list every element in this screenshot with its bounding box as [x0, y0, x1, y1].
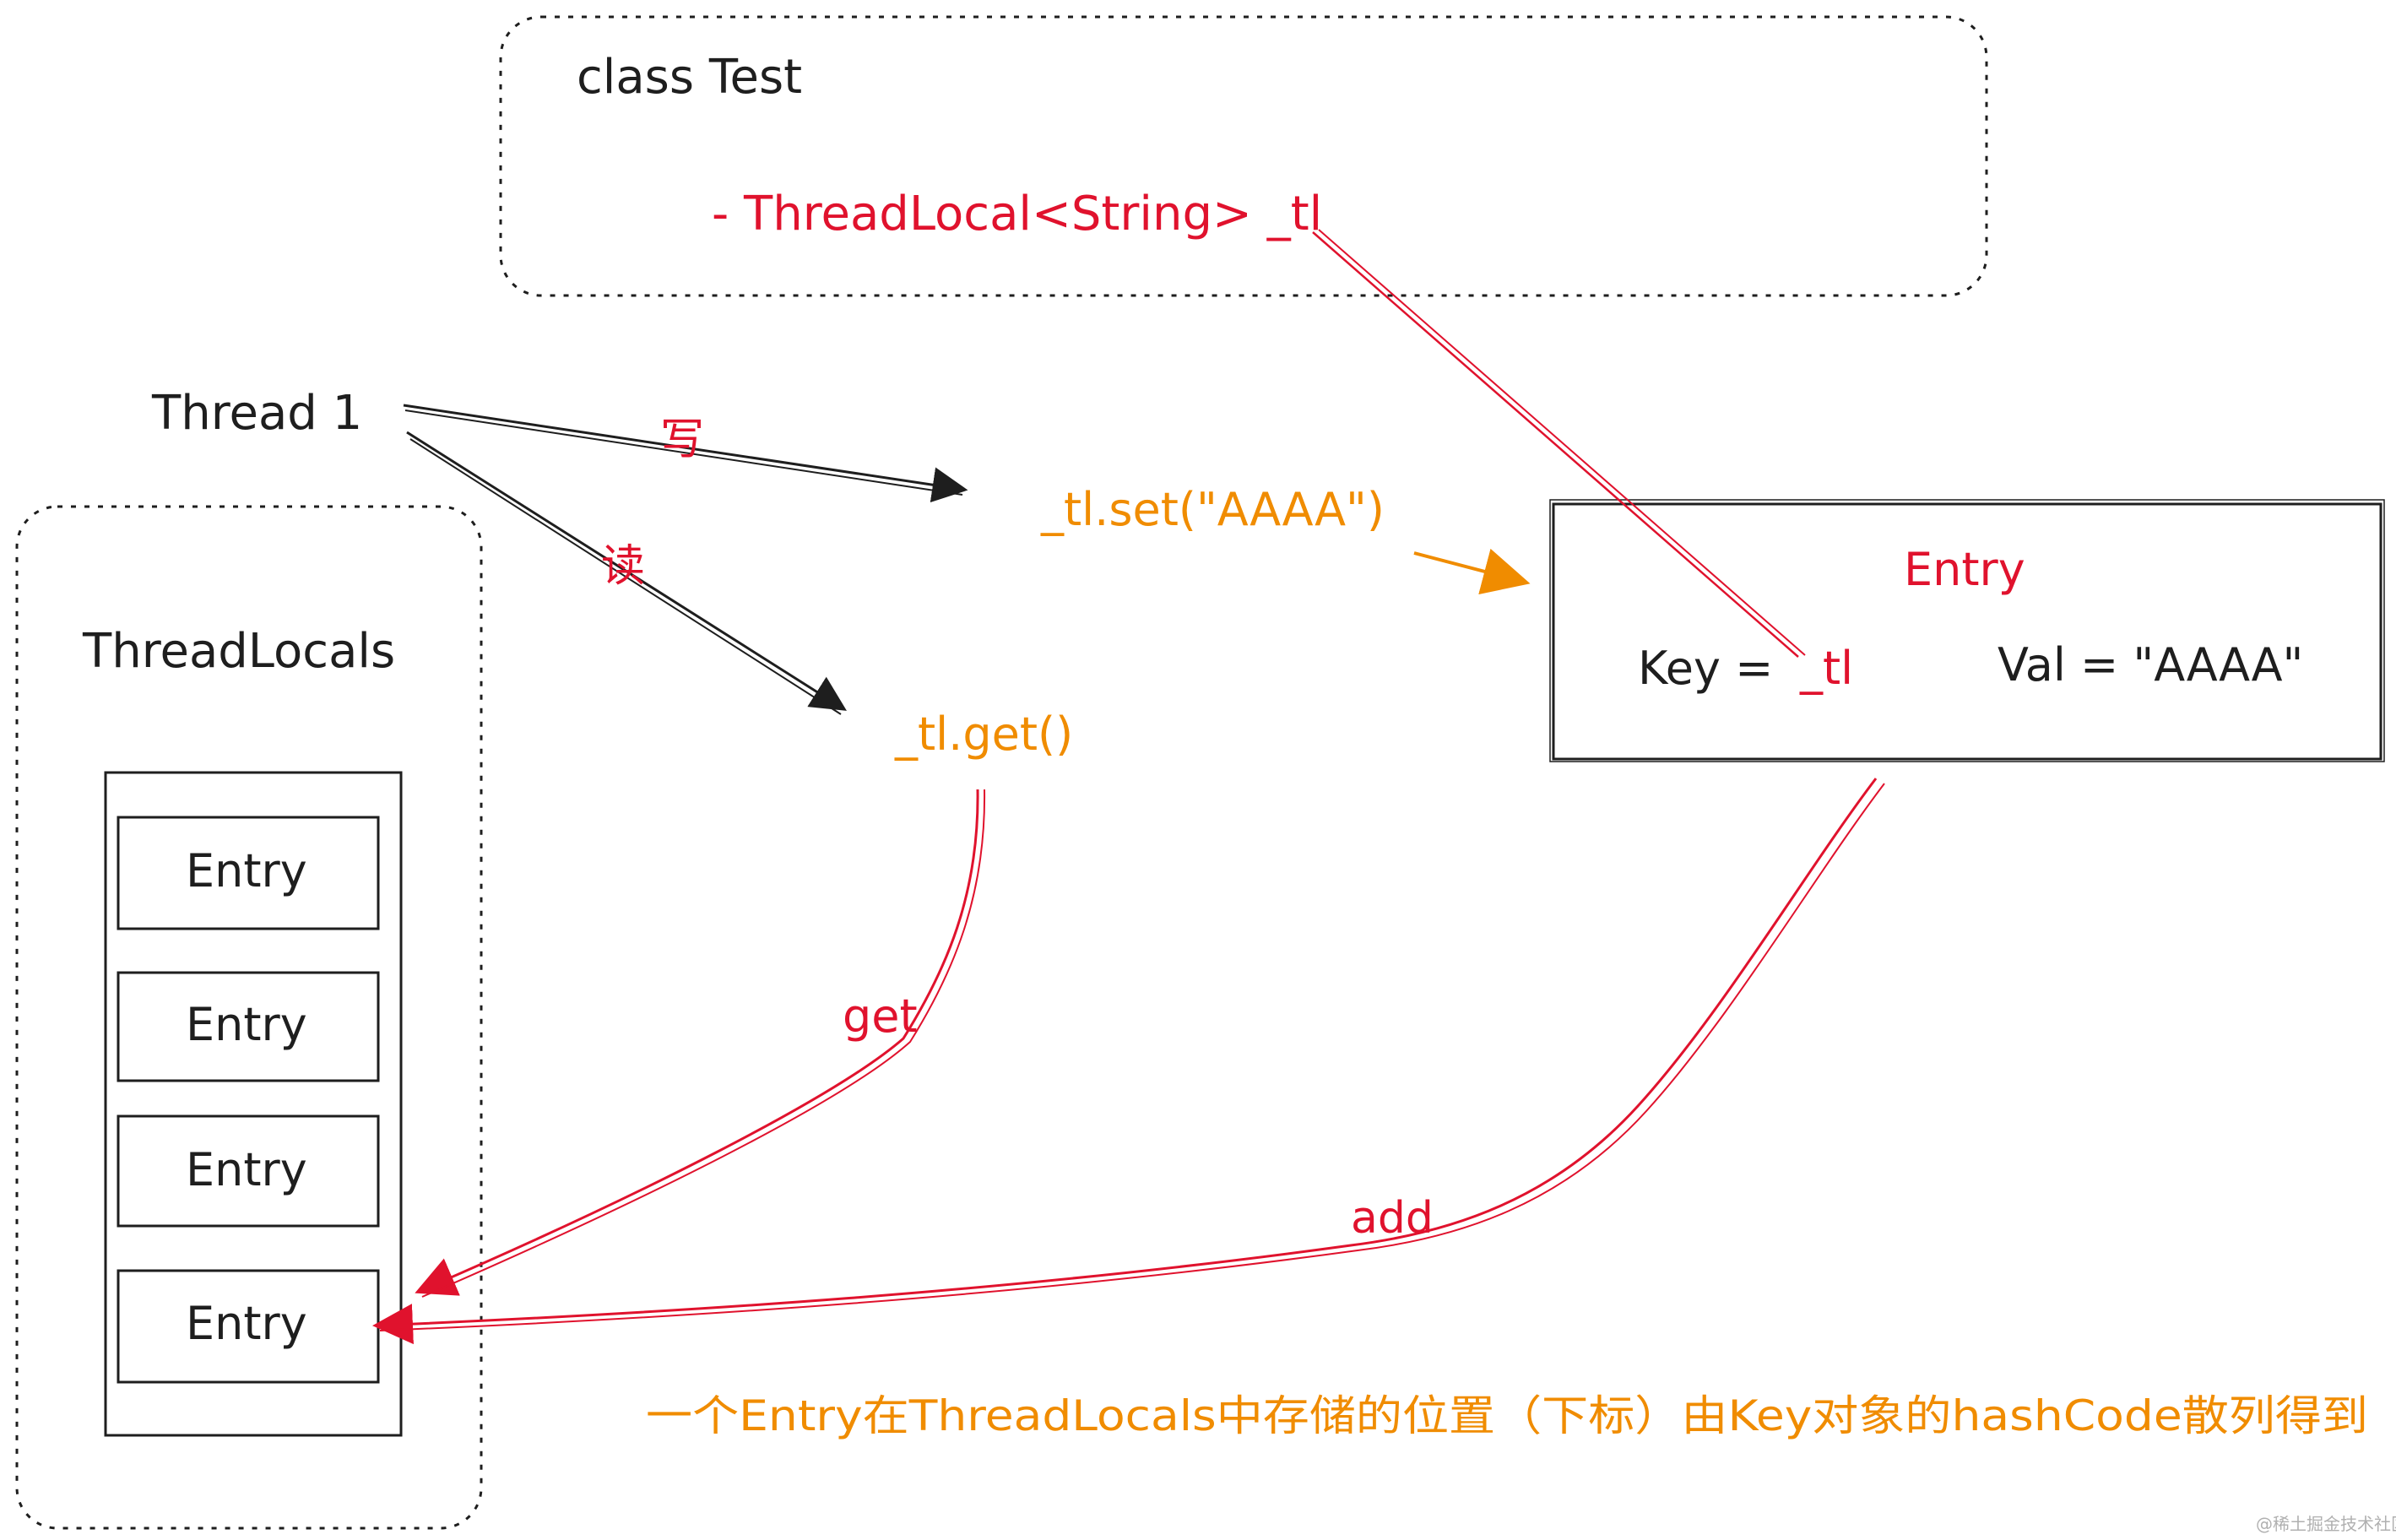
entry-slot-label: Entry [186, 1297, 307, 1350]
threadlocals-title: ThreadLocals [82, 624, 395, 679]
entry-slot-label: Entry [186, 844, 307, 897]
read-arrow [406, 431, 847, 715]
entry-key-label: Key = [1638, 642, 1773, 695]
entry-slot-3: Entry [117, 1114, 380, 1228]
add-arrow [372, 778, 1885, 1345]
thread-label: Thread 1 [151, 386, 362, 441]
entry-val-label: Val = "AAAA" [1998, 638, 2303, 691]
class-title: class Test [577, 50, 802, 105]
threadlocal-field: - ThreadLocal<String> _tl [712, 187, 1322, 241]
entry-slot-2: Entry [117, 971, 380, 1082]
entry-key-value: _tl [1799, 642, 1853, 695]
entry-slot-label: Entry [186, 998, 307, 1051]
entry-slot-4: Entry [117, 1269, 380, 1384]
entry-slot-label: Entry [186, 1143, 307, 1196]
index-note: 一个Entry在ThreadLocals中存储的位置（下标）由Key对象的has… [646, 1391, 2368, 1440]
entry-detail-title: Entry [1904, 543, 2025, 596]
add-arrow-label: add [1351, 1193, 1434, 1244]
class-test-box: class Test - ThreadLocal<String> _tl [499, 15, 1988, 297]
watermark: @稀土掘金技术社区 [2256, 1514, 2396, 1534]
entries-array [104, 771, 403, 1437]
write-arrow [403, 404, 968, 503]
write-label: 写 [660, 415, 704, 465]
threadlocals-container: ThreadLocals [15, 505, 483, 1530]
field-to-key-link [1312, 229, 1806, 658]
read-label: 读 [601, 541, 645, 592]
entry-slot-1: Entry [117, 816, 380, 930]
set-to-entry-arrow [1413, 548, 1531, 595]
get-arrow [415, 789, 986, 1298]
get-call: _tl.get() [894, 708, 1073, 761]
get-arrow-label: get [843, 990, 918, 1043]
entry-detail-box: Entry Key = _tl Val = "AAAA" [1549, 499, 2385, 762]
set-call: _tl.set("AAAA") [1040, 483, 1385, 536]
